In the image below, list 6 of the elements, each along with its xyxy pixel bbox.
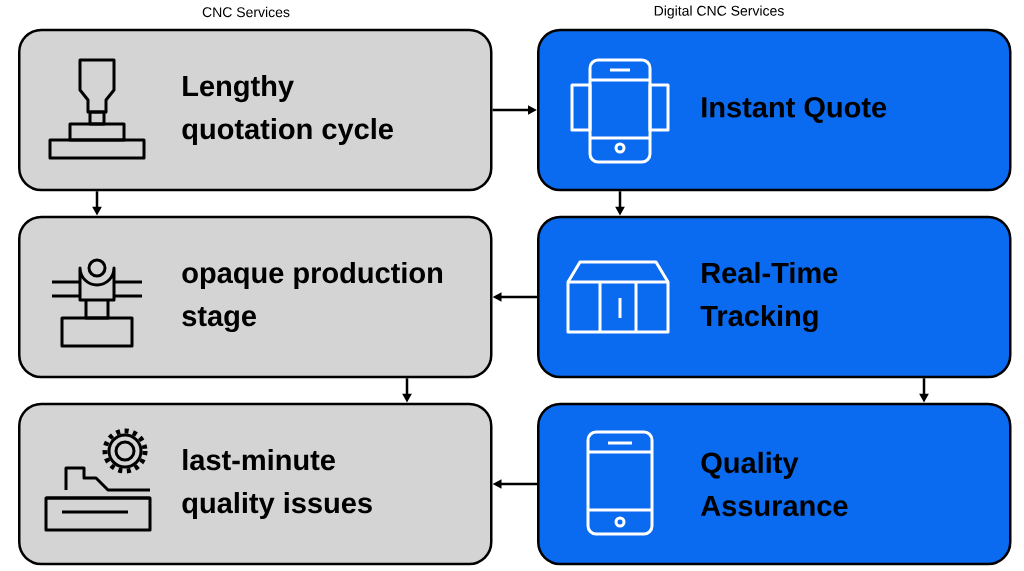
process-box: Quality Assurance [537, 402, 1012, 566]
process-box: opaque production stage [18, 215, 493, 379]
process-box: Instant Quote [537, 28, 1012, 192]
process-box: Lengthy quotation cycle [18, 28, 493, 192]
process-box: Real-Time Tracking [537, 215, 1012, 379]
process-box: last-minute quality issues [18, 402, 493, 566]
